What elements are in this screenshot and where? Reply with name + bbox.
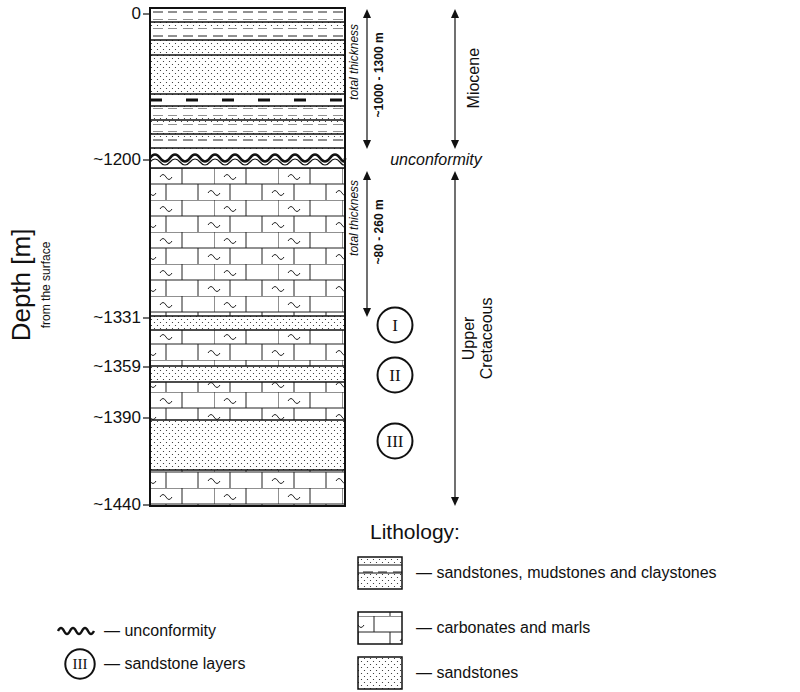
depth-value: ~1390 (93, 408, 141, 428)
depth-ticks (143, 14, 150, 505)
cretaceous-layers (150, 168, 345, 506)
thickness-value: ~80 - 260 m (373, 199, 387, 264)
legend-text: — unconformity (104, 622, 216, 640)
layer-number: I (392, 317, 398, 334)
legend-text: — sandstone layers (104, 655, 245, 673)
age-label: Miocene (465, 48, 483, 108)
age-arrows (451, 9, 459, 506)
axis-subtitle: from the surface (40, 242, 54, 329)
legend-text: — sandstones, mudstones and claystones (416, 564, 717, 582)
age-label: Upper Cretaceous (460, 292, 497, 384)
layer-circle: III (376, 422, 414, 460)
legend-circle: III (64, 648, 96, 680)
unconformity-label: unconformity (387, 151, 485, 169)
layer-number: II (389, 367, 400, 384)
layer-number: III (387, 433, 404, 450)
thickness-note: total thickness (348, 24, 362, 100)
column-outline (150, 8, 345, 506)
depth-value: ~1359 (93, 357, 141, 377)
depth-value: ~1331 (93, 308, 141, 328)
miocene-layers (150, 8, 345, 150)
legend-swatches (58, 557, 402, 689)
layer-circle: I (376, 306, 414, 344)
layer-circle: II (376, 356, 414, 394)
legend-text: — carbonates and marls (416, 619, 590, 637)
legend-title: Lithology: (370, 520, 460, 544)
depth-value: 0 (132, 4, 141, 24)
depth-value: ~1440 (93, 495, 141, 515)
legend-text: — sandstones (416, 664, 518, 682)
unconformity-symbol (150, 155, 345, 166)
thickness-arrows (363, 9, 371, 317)
depth-value: ~1200 (93, 150, 141, 170)
axis-title: Depth [m] (7, 229, 37, 342)
thickness-value: ~1000 - 1300 m (373, 32, 387, 117)
thickness-note: total thickness (348, 180, 362, 256)
layer-number: III (73, 657, 88, 672)
